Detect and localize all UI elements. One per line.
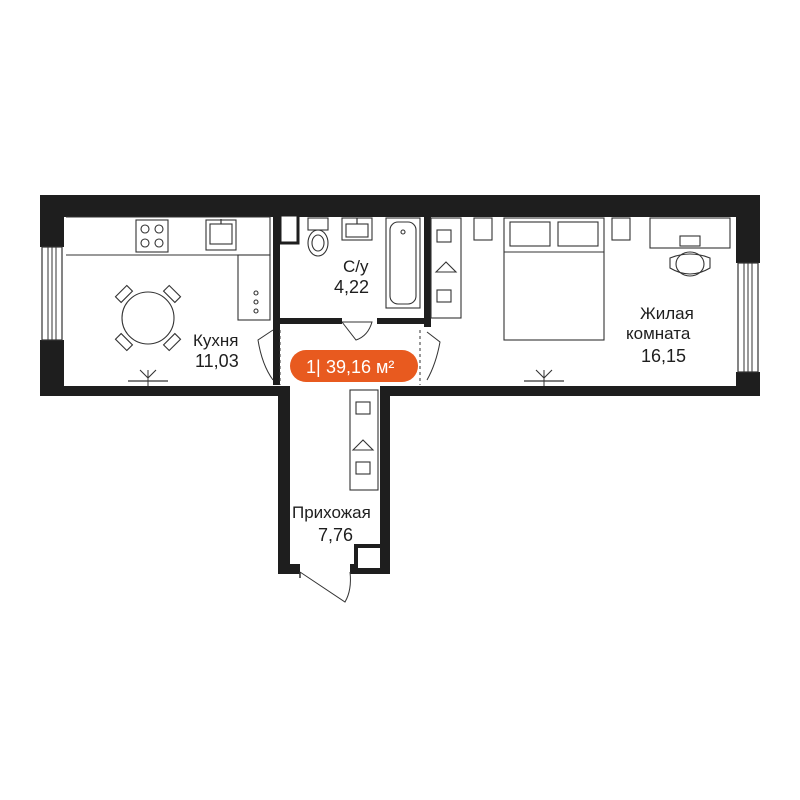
bed-icon bbox=[503, 217, 605, 341]
radiator-icon bbox=[128, 369, 168, 386]
entrance-door bbox=[299, 571, 351, 603]
apartment-badge: 1 | 39,16 м² bbox=[290, 350, 418, 382]
label-hallway: Прихожая 7,76 bbox=[292, 503, 371, 545]
label-kitchen: Кухня 11,03 bbox=[193, 331, 239, 371]
wardrobe-left bbox=[430, 217, 462, 319]
oven-icon bbox=[253, 290, 259, 314]
washbasin-icon bbox=[341, 217, 373, 241]
dining-table-icon bbox=[114, 284, 182, 352]
desk-with-chair-icon bbox=[649, 217, 731, 277]
room-area-bathroom: 4,22 bbox=[334, 277, 369, 297]
room-name-living-line1: Жилая bbox=[640, 304, 694, 323]
badge-separator: | bbox=[316, 357, 321, 377]
room-name-hallway: Прихожая bbox=[292, 503, 371, 522]
walls bbox=[40, 195, 760, 574]
radiator-living-icon bbox=[524, 369, 564, 386]
room-area-living: 16,15 bbox=[641, 346, 686, 366]
room-name-kitchen: Кухня bbox=[193, 331, 239, 350]
living-room-door bbox=[426, 331, 441, 381]
kitchen-counter bbox=[66, 216, 271, 321]
label-living: Жилая комната 16,15 bbox=[626, 304, 694, 366]
room-area-kitchen: 11,03 bbox=[195, 351, 239, 371]
cooktop-icon bbox=[135, 219, 169, 253]
window-left bbox=[41, 246, 63, 341]
wardrobe-hallway bbox=[349, 389, 379, 491]
badge-rooms: 1 bbox=[306, 357, 316, 377]
window-right bbox=[737, 262, 759, 373]
badge-area: 39,16 м² bbox=[326, 357, 394, 377]
bathtub-icon bbox=[385, 217, 421, 309]
room-area-hallway: 7,76 bbox=[318, 525, 353, 545]
bathroom-door bbox=[341, 321, 373, 341]
room-name-bathroom: С/у bbox=[343, 257, 369, 276]
room-name-living-line2: комната bbox=[626, 324, 691, 343]
kitchen-door bbox=[257, 329, 274, 381]
toilet-icon bbox=[307, 217, 329, 257]
shelf-top bbox=[473, 217, 631, 241]
sink-icon bbox=[205, 219, 237, 251]
label-bathroom: С/у 4,22 bbox=[334, 257, 369, 297]
badge-background bbox=[290, 350, 418, 382]
